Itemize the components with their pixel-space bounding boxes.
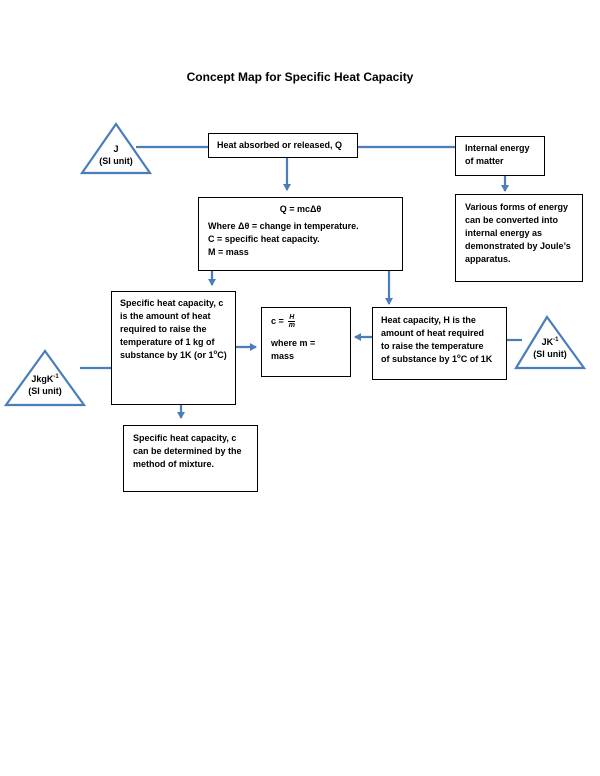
- triangle-j-unit: [79, 122, 153, 175]
- formula-where: Where Δθ = change in temperature.: [208, 221, 359, 231]
- j-unit-caption: (SI unit): [99, 156, 133, 166]
- various-line-1: Various forms of energy: [465, 202, 569, 212]
- heatcap-line-4: of substance by 1oC of 1K: [381, 354, 493, 364]
- j-unit-symbol: J: [113, 144, 119, 154]
- specific-line-1: Specific heat capacity, c: [120, 298, 224, 308]
- various-line-4: demonstrated by Joule’s: [465, 241, 571, 251]
- heat-absorbed-box: Heat absorbed or released, Q: [208, 133, 358, 158]
- c-formula-equation: c = H m: [271, 314, 296, 329]
- mixture-line-2: can be determined by the: [133, 446, 242, 456]
- c-formula-fraction: H m: [288, 314, 296, 329]
- jkgk-unit-symbol: JkgK-1: [31, 374, 59, 384]
- various-line-5: apparatus.: [465, 254, 511, 264]
- specific-line-3: required to raise the: [120, 324, 207, 334]
- specific-line-5: substance by 1K (or 1oC): [120, 350, 227, 360]
- jk-unit-symbol: JK-1: [541, 337, 559, 347]
- internal-energy-line2: of matter: [465, 156, 504, 166]
- internal-energy-line1: Internal energy: [465, 143, 530, 153]
- page-title: Concept Map for Specific Heat Capacity: [186, 70, 414, 84]
- j-unit-label: J (SI unit): [86, 143, 146, 167]
- jk-unit-label: JK-1 (SI unit): [520, 336, 580, 360]
- jk-unit-caption: (SI unit): [533, 349, 567, 359]
- mixture-box: Specific heat capacity, c can be determi…: [123, 425, 258, 492]
- specific-heat-box: Specific heat capacity, c is the amount …: [111, 291, 236, 405]
- heatcap-line-2: amount of heat required: [381, 328, 485, 338]
- various-line-2: can be converted into: [465, 215, 559, 225]
- various-forms-box: Various forms of energy can be converted…: [455, 194, 583, 282]
- heat-absorbed-text: Heat absorbed or released, Q: [217, 140, 343, 150]
- various-line-3: internal energy as: [465, 228, 543, 238]
- formula-equation: Q = mcΔθ: [279, 204, 322, 214]
- triangle-jk-unit: [514, 315, 587, 370]
- formula-m-definition: M = mass: [208, 247, 249, 257]
- specific-line-4: temperature of 1 kg of: [120, 337, 215, 347]
- c-formula-mass: mass: [271, 351, 295, 361]
- jkgk-unit-label: JkgK-1 (SI unit): [15, 373, 75, 397]
- c-formula-where: where m =: [271, 338, 316, 348]
- c-formula-box: c = H m where m = mass: [261, 307, 351, 377]
- formula-box: Q = mcΔθ Where Δθ = change in temperatur…: [198, 197, 403, 271]
- mixture-line-1: Specific heat capacity, c: [133, 433, 237, 443]
- jkgk-unit-caption: (SI unit): [28, 386, 62, 396]
- heatcap-line-1: Heat capacity, H is the: [381, 315, 476, 325]
- heat-capacity-box: Heat capacity, H is the amount of heat r…: [372, 307, 507, 380]
- specific-line-2: is the amount of heat: [120, 311, 211, 321]
- formula-c-definition: C = specific heat capacity.: [208, 234, 320, 244]
- internal-energy-box: Internal energy of matter: [455, 136, 545, 176]
- triangle-jkgk-unit: [3, 349, 87, 407]
- mixture-line-3: method of mixture.: [133, 459, 215, 469]
- heatcap-line-3: to raise the temperature: [381, 341, 484, 351]
